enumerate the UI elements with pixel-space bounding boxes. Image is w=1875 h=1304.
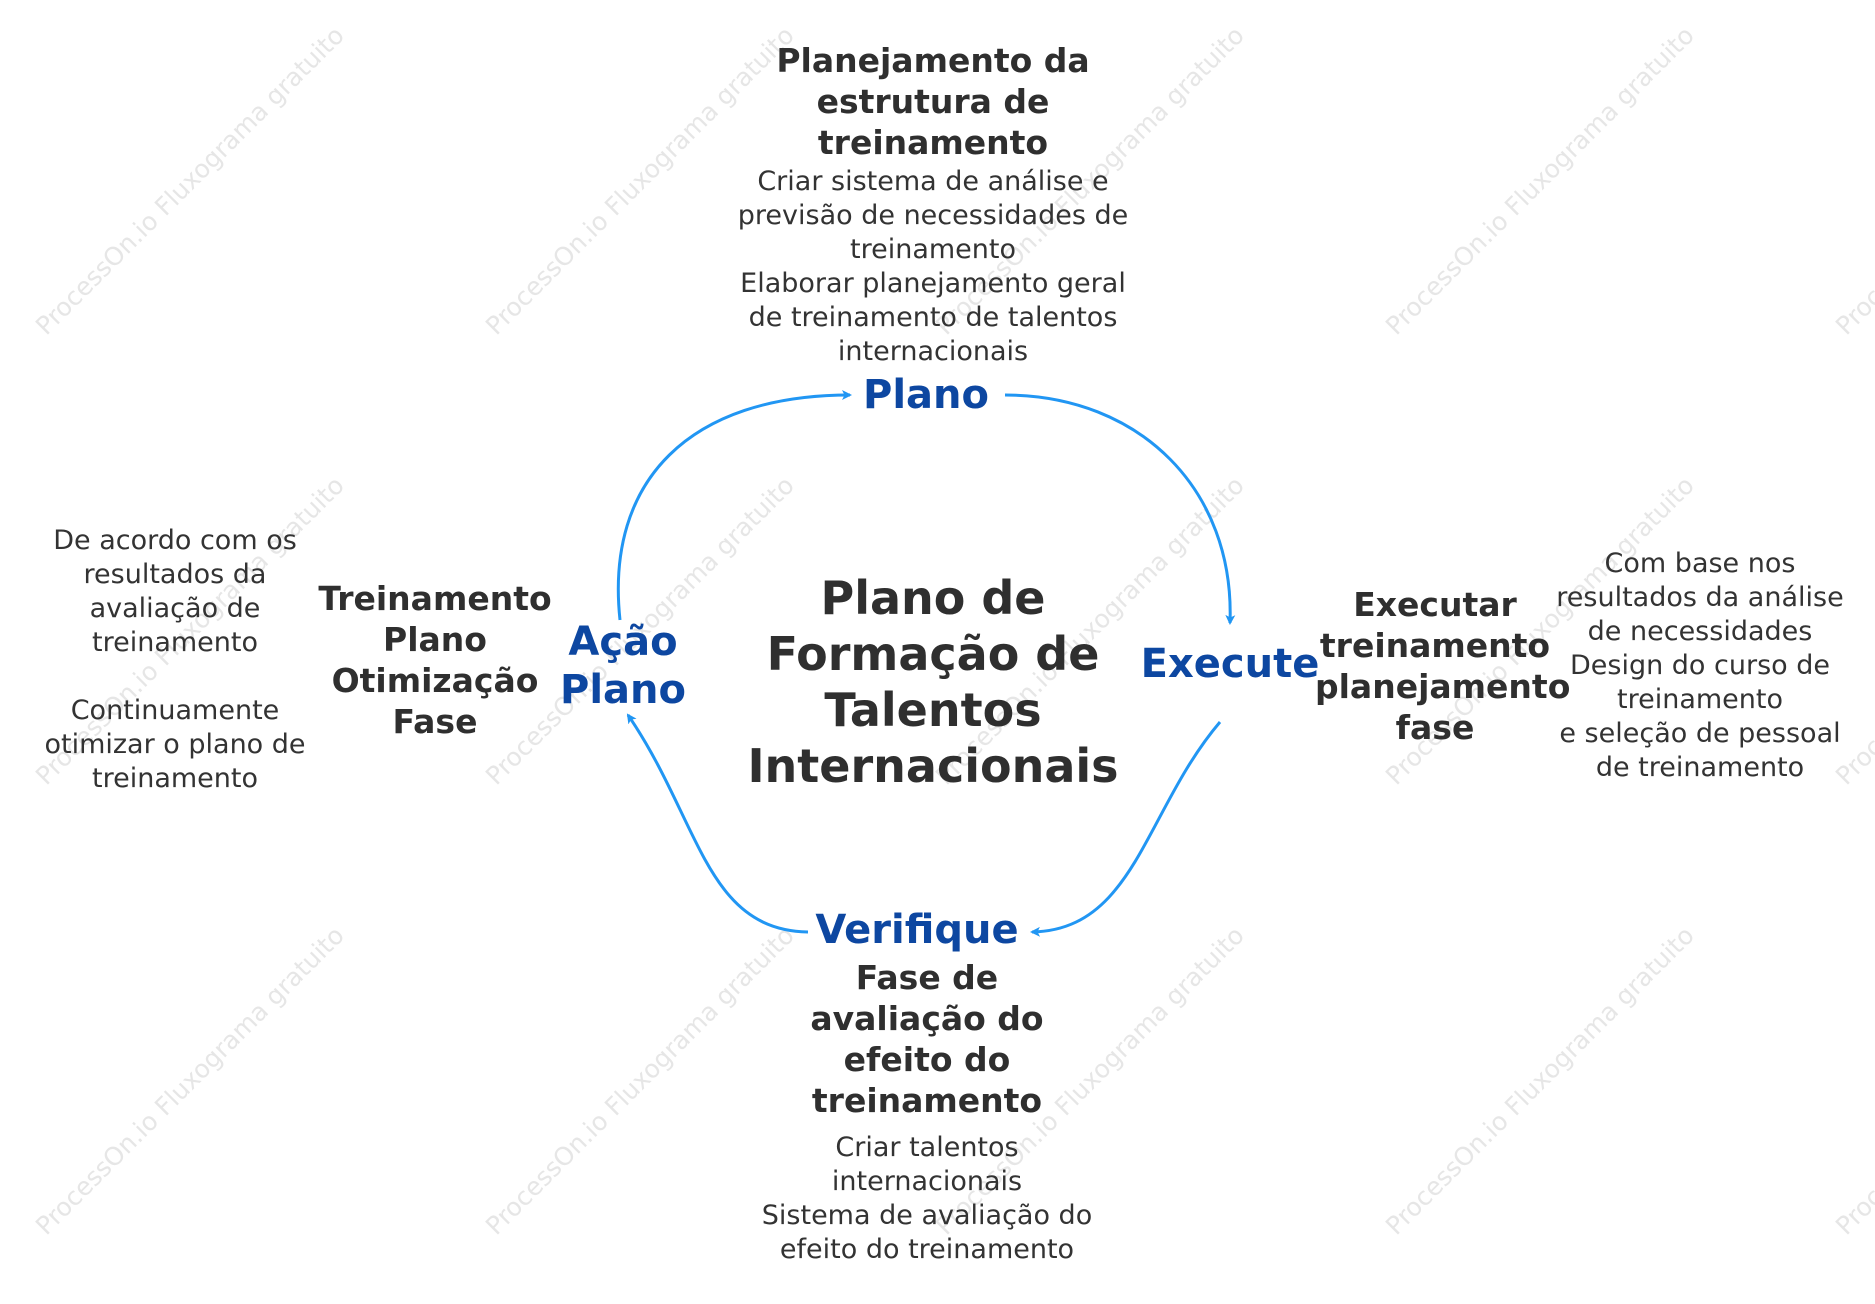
check-detail-line: Sistema de avaliação do: [761, 1200, 1093, 1231]
act-detail-line: Continuamente: [70, 695, 280, 726]
stage-act-label: Ação Plano: [548, 618, 698, 714]
stage-check-label: Verifique: [815, 907, 1019, 953]
plan-detail-line: Criar sistema de análise e: [757, 166, 1109, 197]
center-title: Plano de Formação de Talentos Internacio…: [733, 570, 1133, 794]
act-detail-line: resultados da: [83, 559, 267, 590]
execute-heading-line: planejamento: [1315, 667, 1571, 706]
execute-heading-line: fase: [1395, 708, 1475, 747]
center-title-line: Internacionais: [747, 739, 1119, 793]
act-detail-line: otimizar o plano de: [44, 729, 306, 760]
act-heading-line: Treinamento: [318, 579, 552, 618]
act-detail-line: avaliação de: [89, 593, 261, 624]
execute-detail-line: de necessidades: [1587, 616, 1813, 647]
plan-heading: Planejamento da estrutura de treinamento: [733, 40, 1133, 163]
check-heading-line: Fase de: [855, 958, 999, 997]
plan-detail-line: Elaborar planejamento geral: [740, 268, 1126, 299]
arrow-execute-to-check: [1030, 721, 1222, 937]
check-heading-line: avaliação do: [810, 999, 1044, 1038]
check-heading: Fase de avaliação do efeito do treinamen…: [777, 957, 1077, 1121]
check-heading-line: efeito do: [843, 1040, 1011, 1079]
arrow-plan-to-execute: [1004, 393, 1236, 625]
arrow-check-to-act: [626, 713, 809, 934]
center-title-line: Formação de: [766, 627, 1100, 681]
execute-detail-line: de treinamento: [1595, 752, 1805, 783]
act-detail-line: treinamento: [92, 763, 258, 794]
plan-detail-line: treinamento: [850, 234, 1016, 265]
check-detail-line: internacionais: [831, 1166, 1023, 1197]
check-heading-line: treinamento: [811, 1081, 1043, 1120]
execute-detail-line: resultados da análise: [1556, 582, 1844, 613]
execute-heading-line: Executar: [1353, 585, 1517, 624]
plan-detail-line: internacionais: [837, 336, 1029, 367]
check-details: Criar talentos internacionais Sistema de…: [747, 1131, 1107, 1267]
act-detail-line: De acordo com os: [53, 525, 297, 556]
execute-detail-line: Design do curso de: [1569, 650, 1831, 681]
act-detail-spacer: [30, 660, 320, 694]
execute-detail-line: treinamento: [1617, 684, 1783, 715]
check-detail-line: Criar talentos: [835, 1132, 1019, 1163]
act-details: De acordo com os resultados da avaliação…: [30, 524, 320, 796]
execute-details: Com base nos resultados da análise de ne…: [1555, 547, 1845, 785]
plan-details: Criar sistema de análise e previsão de n…: [713, 165, 1153, 369]
plan-heading-line: treinamento: [817, 123, 1049, 162]
act-heading-line: Plano: [383, 620, 487, 659]
center-title-line: Plano de: [820, 571, 1046, 625]
arrow-act-to-plan: [616, 390, 852, 621]
execute-heading-line: treinamento: [1319, 626, 1551, 665]
act-heading-line: Otimização: [331, 661, 539, 700]
stage-execute-label: Execute: [1140, 641, 1320, 687]
stage-act-label-line: Ação: [568, 619, 678, 665]
execute-detail-line: e seleção de pessoal: [1559, 718, 1841, 749]
plan-detail-line: previsão de necessidades de: [737, 200, 1129, 231]
act-detail-line: treinamento: [92, 627, 258, 658]
execute-heading: Executar treinamento planejamento fase: [1315, 584, 1571, 748]
center-title-line: Talentos: [824, 683, 1042, 737]
plan-heading-line: Planejamento da: [776, 41, 1090, 80]
stage-act-label-line: Plano: [560, 667, 686, 713]
execute-detail-line: Com base nos: [1604, 548, 1796, 579]
check-detail-line: efeito do treinamento: [779, 1234, 1075, 1265]
act-heading: Treinamento Plano Otimização Fase: [315, 578, 555, 742]
act-heading-line: Fase: [392, 702, 478, 741]
stage-plan-label: Plano: [863, 372, 989, 418]
plan-detail-line: de treinamento de talentos: [748, 302, 1118, 333]
plan-heading-line: estrutura de: [816, 82, 1050, 121]
